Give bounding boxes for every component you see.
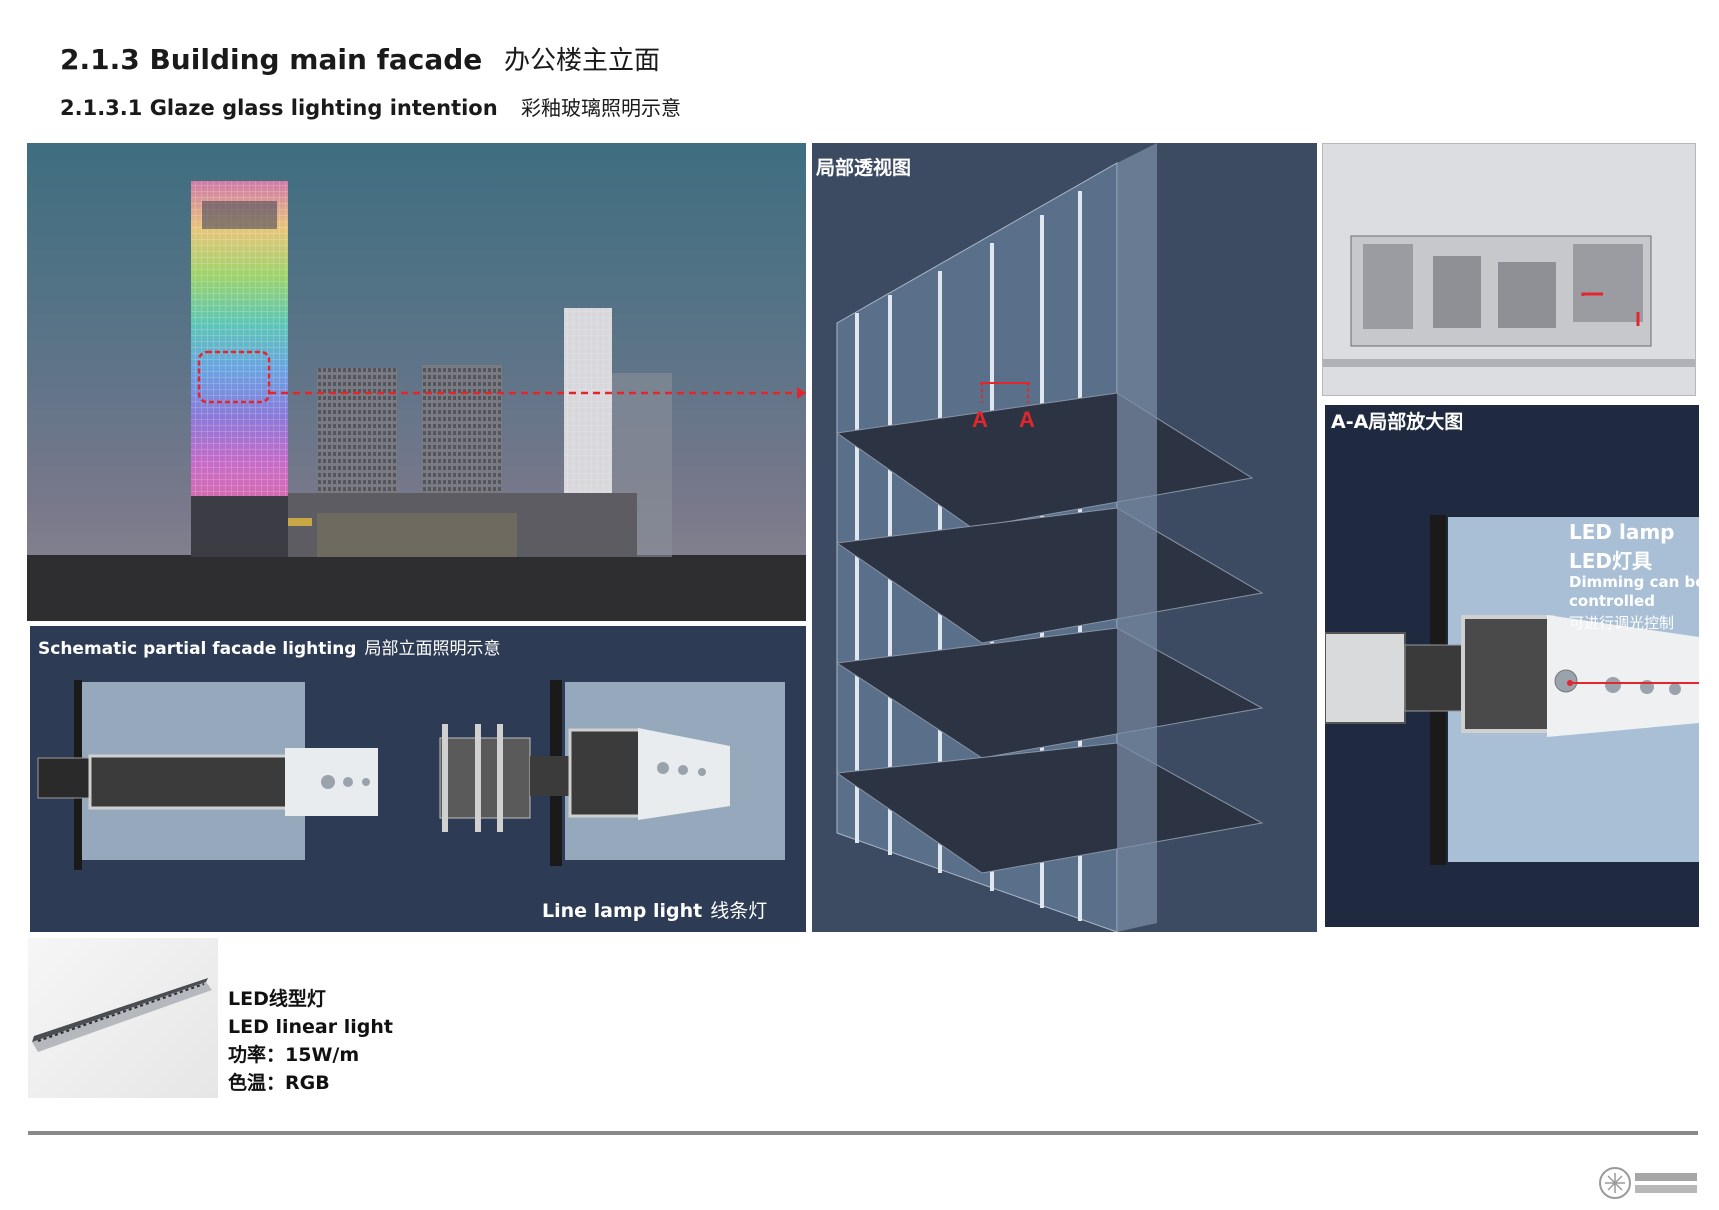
led-bar-icon: [32, 978, 212, 1052]
elevation-illustration: [27, 181, 806, 621]
product-color-temp: 色温：RGB: [228, 1072, 330, 1094]
dimming-label-en-2: controlled: [1569, 592, 1655, 610]
led-linear-light-image: [28, 938, 218, 1098]
perspective-illustration: A A: [835, 143, 1264, 932]
product-power: 功率：15W/m: [228, 1044, 360, 1066]
led-lamp-label-en: LED lamp: [1569, 520, 1675, 544]
dimming-label-cn: 可进行调光控制: [1569, 614, 1675, 632]
schematic-illustration: [37, 680, 785, 870]
perspective-panel-label: 局部透视图: [816, 157, 912, 179]
product-specs: LED线型灯 LED linear light 功率：15W/m 色温：RGB: [228, 985, 393, 1097]
site-plan-illustration: [1323, 235, 1695, 367]
page-title-cn: 办公楼主立面: [504, 46, 661, 76]
page-subtitle: 2.1.3.1 Glaze glass lighting intention 彩…: [60, 92, 681, 121]
brand-logo-icon: [1599, 1167, 1697, 1199]
perspective-panel: A A 局部透视图: [812, 143, 1317, 932]
page-title: 2.1.3 Building main facade 办公楼主立面: [60, 40, 660, 77]
page-subtitle-cn: 彩釉玻璃照明示意: [521, 96, 682, 120]
section-mark-1: A: [972, 407, 988, 432]
aa-detail-panel: A-A局部放大图 LED lamp LED灯具 Dimming can be c…: [1325, 405, 1699, 927]
footer-divider: [28, 1131, 1698, 1135]
led-lamp-label-cn: LED灯具: [1569, 549, 1653, 573]
page-title-en: 2.1.3 Building main facade: [60, 43, 483, 76]
dimming-label-en-1: Dimming can be: [1569, 573, 1699, 591]
brand-logo: [1597, 1165, 1701, 1201]
site-plan: [1322, 143, 1696, 396]
product-name-en: LED linear light: [228, 1016, 393, 1038]
aa-detail-illustration: [1325, 515, 1699, 865]
aa-detail-label: A-A局部放大图: [1331, 411, 1464, 433]
section-mark-2: A: [1019, 407, 1035, 432]
page-subtitle-en: 2.1.3.1 Glaze glass lighting intention: [60, 96, 498, 120]
elevation-render: [27, 143, 806, 621]
product-name-cn: LED线型灯: [228, 988, 326, 1010]
